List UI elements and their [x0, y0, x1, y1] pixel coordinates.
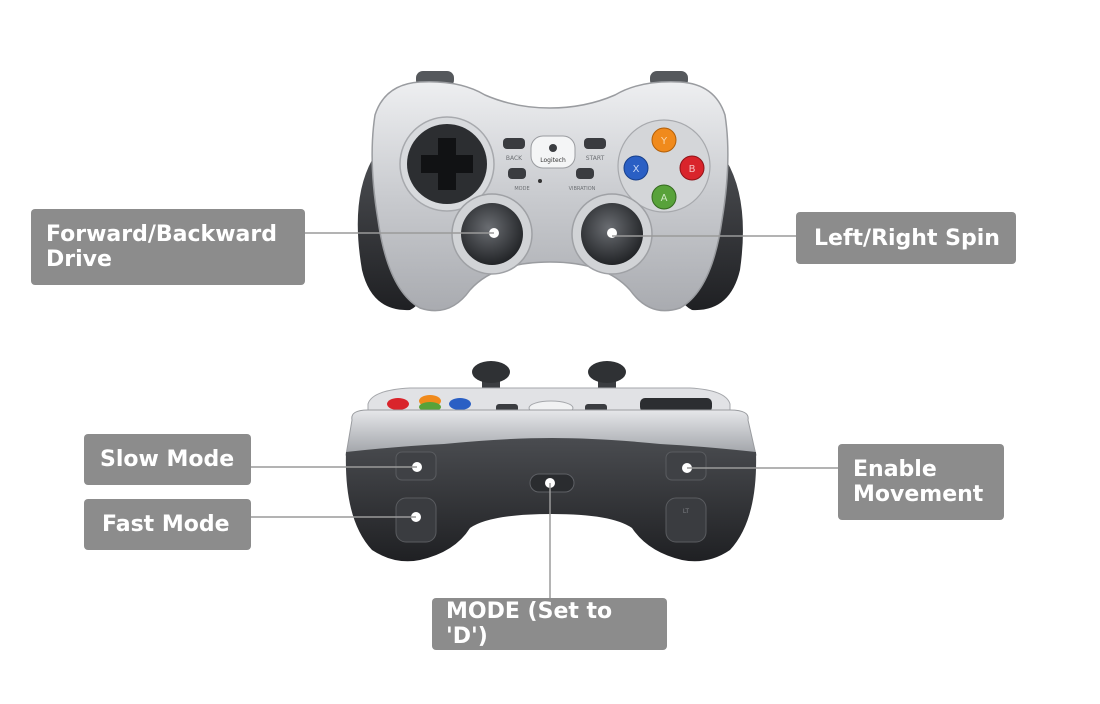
face-button-x-letter: X	[633, 164, 640, 175]
face-button-y	[651, 127, 677, 153]
left-right-spin-text: Left/Right Spin	[814, 225, 1000, 251]
forward-backward-drive-label: Forward/Backward Drive	[31, 209, 305, 285]
dpad-icon	[421, 138, 473, 190]
start-text: START	[586, 155, 605, 162]
back-dpad	[640, 398, 712, 412]
slow-mode-text: Slow Mode	[100, 447, 235, 472]
fast-mode-label: Fast Mode	[84, 499, 251, 550]
back-button	[503, 138, 525, 149]
fast-mode-text: Fast Mode	[102, 512, 230, 537]
mode-led	[538, 179, 542, 183]
back-face-button-x	[449, 398, 471, 410]
back-body	[345, 438, 757, 562]
mode-text: MODE	[514, 186, 529, 192]
lt-text: LT	[683, 508, 690, 515]
face-button-well	[617, 119, 711, 213]
back-text: BACK	[506, 155, 523, 162]
vibration-button	[576, 168, 594, 179]
callout-lines	[251, 232, 838, 598]
face-button-a	[651, 184, 677, 210]
mode-button-front	[508, 168, 526, 179]
logitech-logo-icon	[549, 144, 557, 152]
face-button-b-letter: B	[689, 164, 696, 175]
right-trigger-back	[665, 497, 707, 543]
back-face-button-b	[387, 398, 409, 410]
controller-back-view: LT	[345, 361, 757, 562]
face-button-a-letter: A	[661, 193, 668, 204]
mode-text-label: MODE (Set to 'D')	[446, 599, 613, 649]
start-button	[584, 138, 606, 149]
left-right-spin-label: Left/Right Spin	[796, 212, 1016, 264]
enable-movement-text: Enable Movement	[853, 457, 984, 507]
face-button-b	[679, 155, 705, 181]
back-right-stick-cap	[588, 361, 626, 383]
controller-top-view: BACK START MODE VIBRATION Logitech Y X B…	[357, 71, 743, 312]
mode-label: MODE (Set to 'D')	[432, 598, 667, 650]
face-button-y-letter: Y	[660, 136, 668, 147]
face-button-x	[623, 155, 649, 181]
logitech-brand-text: Logitech	[540, 157, 566, 164]
enable-movement-label: Enable Movement	[838, 444, 1004, 520]
slow-mode-label: Slow Mode	[84, 434, 251, 485]
back-left-stick-cap	[472, 361, 510, 383]
vibration-text: VIBRATION	[569, 186, 596, 192]
forward-backward-drive-text: Forward/Backward Drive	[46, 222, 277, 272]
